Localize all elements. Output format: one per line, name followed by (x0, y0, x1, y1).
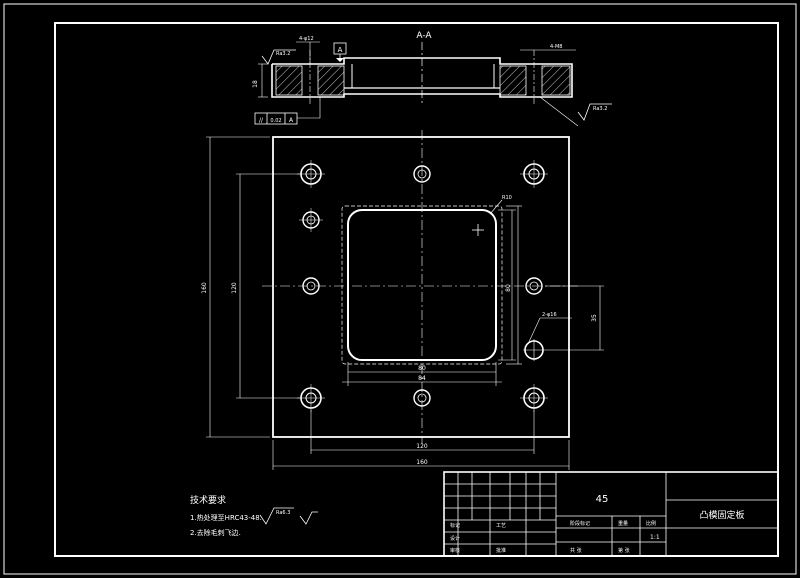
holes-callout-left: 4-φ12 (299, 36, 314, 42)
hole-small (413, 165, 431, 183)
left-dimensions (206, 136, 300, 438)
tb-label-design: 设计 (450, 535, 460, 542)
hole-center-marks (297, 160, 548, 412)
roughness-symbol-general (299, 511, 318, 525)
tb-sheet-no: 第 张 (618, 547, 630, 554)
hole-small (525, 277, 543, 295)
title-block-frame (443, 471, 779, 557)
plate-outline (272, 136, 570, 438)
holes-callout-right: 4-M8 (550, 44, 562, 50)
datum-triangle (336, 58, 344, 62)
datum-letter: A (338, 46, 343, 54)
part-name: 凸模固定板 (699, 509, 744, 521)
dowel-callout: 2-φ16 (542, 312, 557, 318)
flatness-symbol: // (259, 117, 264, 124)
hole-small (413, 389, 431, 407)
flatness-frame (254, 112, 298, 125)
roughness-symbol-right (577, 103, 612, 121)
thickness-dim-text: 18 (252, 80, 259, 88)
section-hatch-left-a (275, 65, 303, 96)
flatness-leader (297, 97, 321, 119)
bottom-dimensions (272, 410, 570, 470)
cavity-outline (347, 209, 497, 361)
roughness-leader-right (539, 96, 579, 127)
tb-label-stage: 阶段标记 (570, 520, 590, 527)
dim-cavity-inner: 80 (418, 365, 426, 372)
dim-side-offset: 35 (591, 314, 598, 322)
tech-requirements: 技术要求 1.热处理至HRC43-48. Ra6.3 2.去除毛刺飞边. (190, 494, 318, 537)
tech-req-line2: 2.去除毛刺飞边. (190, 528, 241, 537)
dim-overall-width: 160 (416, 459, 428, 466)
section-view: A-A 18 Ra3.2 4-φ12 A (252, 31, 612, 127)
roughness-symbol-tech (259, 507, 294, 525)
cavity-relief-outline (341, 205, 503, 365)
dim-height-outer: 160 (201, 282, 208, 294)
dim-hole-span: 120 (416, 443, 428, 450)
roughness-top-text: Ra3.2 (276, 51, 290, 57)
right-dimension (545, 285, 604, 351)
tb-label-check: 审核 (450, 547, 460, 554)
tb-label-mark: 标记 (450, 522, 460, 529)
radius-leader (489, 199, 503, 215)
section-label: A-A (416, 31, 432, 41)
section-hatch-left-b (317, 65, 345, 96)
material-text: 45 (596, 494, 609, 505)
roughness-right-text: Ra3.2 (593, 106, 607, 112)
title-block-grid (444, 472, 778, 556)
section-hatch-right-a (499, 65, 527, 96)
radius-callout: R10 (502, 195, 512, 201)
roughness-symbol-top (261, 49, 296, 65)
hole-dowel (523, 339, 545, 361)
tech-req-line1: 1.热处理至HRC43-48. (190, 513, 262, 522)
tb-label-approve: 批准 (496, 547, 506, 554)
tb-label-ratio: 比例 (646, 520, 656, 527)
title-block: 45 凸模固定板 标记 设计 审核 工艺 批准 阶段标记 重量 比例 1:1 共… (443, 471, 779, 557)
plan-view: R10 2-φ16 (201, 130, 604, 470)
flatness-datum: A (289, 117, 294, 124)
outer-border (3, 3, 797, 575)
tech-req-title: 技术要求 (190, 494, 226, 506)
tech-roughness-text: Ra6.3 (276, 510, 290, 516)
tb-sheet-count: 共 张 (570, 547, 582, 554)
dowel-leader (527, 317, 541, 345)
tb-label-weight: 重量 (618, 520, 628, 527)
dim-cavity-height: 80 (505, 284, 512, 292)
hole-small (302, 277, 320, 295)
tb-label-process: 工艺 (496, 523, 506, 529)
dim-height-inner: 120 (231, 282, 238, 294)
dim-cavity-outer: 84 (418, 375, 426, 382)
scale-text: 1:1 (650, 534, 660, 541)
cavity-dimensions (342, 205, 522, 386)
flatness-value: 0.02 (270, 118, 281, 124)
section-hatch-right-b (541, 65, 571, 96)
inner-border (54, 22, 779, 557)
